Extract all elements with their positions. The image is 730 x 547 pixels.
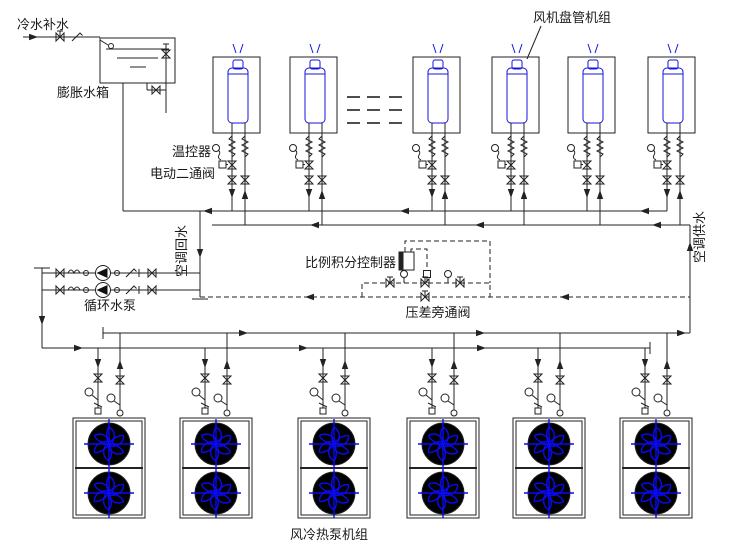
fan-coil-unit-1 <box>213 44 261 225</box>
valve-actuator-icon <box>423 270 431 278</box>
circulation-pump-label: 循环水泵 <box>84 299 136 314</box>
flow-arrow <box>28 33 39 41</box>
expansion-tank <box>99 37 176 211</box>
supply-header <box>212 221 694 333</box>
fan-coil-unit-4 <box>492 44 540 225</box>
heat-pump-unit-6 <box>620 333 692 518</box>
fan-coil-unit-5 <box>568 44 616 225</box>
expansion-tank-label: 膨胀水箱 <box>57 85 109 101</box>
pi-controller-label: 比例积分控制器 <box>305 256 396 271</box>
heat-pump-unit-4 <box>407 333 479 518</box>
ac-return-label: 空调回水 <box>175 225 190 277</box>
labels: 冷水补水 膨胀水箱 风机盘管机组 温控器 电动二通阀 空调回水 空调供水 循环水… <box>17 10 708 543</box>
fcu-label-leader <box>526 25 542 60</box>
return-header <box>123 207 667 300</box>
heat-pump-unit-3 <box>298 333 370 518</box>
heat-pump-unit-5 <box>513 333 585 518</box>
fan-coil-unit-label: 风机盘管机组 <box>533 10 611 26</box>
bypass-valve-icon <box>420 290 430 302</box>
heat-pump-inlet-header <box>42 342 651 354</box>
control-wiring <box>404 240 491 283</box>
bypass-line <box>200 240 690 302</box>
heat-pump-units <box>73 333 692 518</box>
heat-pump-unit-2 <box>180 333 252 518</box>
continuation-ellipsis <box>347 96 402 124</box>
cold-water-makeup-label: 冷水补水 <box>17 18 69 33</box>
thermostat-label: 温控器 <box>172 145 211 160</box>
cold-water-makeup-line <box>23 30 100 42</box>
motorized-valve-label: 电动二通阀 <box>150 167 215 182</box>
ac-supply-label: 空调供水 <box>693 211 708 263</box>
fan-coil-unit-6 <box>648 44 696 225</box>
float-valve-icon <box>108 43 114 49</box>
pressure-sensor-icon <box>400 270 408 278</box>
circulation-pumps <box>34 266 200 348</box>
fan-coil-units <box>213 25 696 225</box>
heat-pump-label: 风冷热泵机组 <box>290 528 368 543</box>
bypass-valve-label: 压差旁通阀 <box>405 305 470 321</box>
pressure-sensor-icon <box>444 270 452 278</box>
heat-pump-unit-1 <box>73 333 145 518</box>
fan-coil-unit-2 <box>290 44 338 225</box>
fan-coil-unit-3 <box>413 44 461 225</box>
control-wiring <box>410 248 428 270</box>
heat-pump-outlet-header <box>102 327 690 339</box>
